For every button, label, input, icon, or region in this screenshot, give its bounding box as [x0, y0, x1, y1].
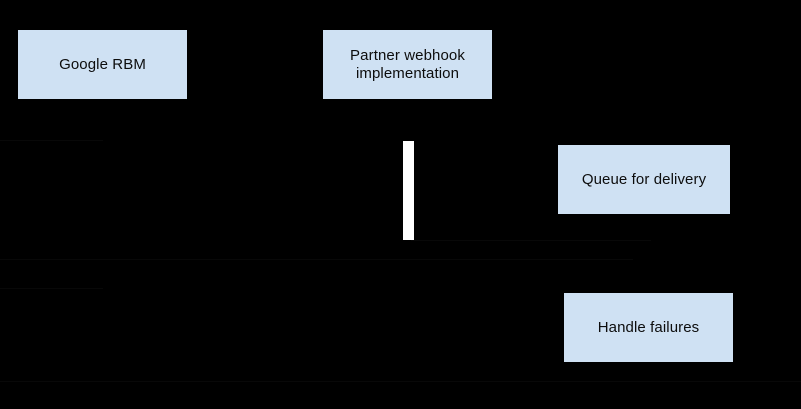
- node-partner-webhook-implementation-label: Partner webhook implementation: [350, 46, 465, 82]
- hairline-bottom: [0, 381, 801, 382]
- node-queue-for-delivery[interactable]: Queue for delivery: [558, 145, 730, 214]
- node-queue-for-delivery-label: Queue for delivery: [581, 170, 707, 188]
- hairline-mid-right: [315, 259, 633, 260]
- hairline-upper-left: [0, 140, 103, 141]
- hairline-mid-left: [0, 259, 315, 260]
- vertical-connector: [403, 141, 414, 240]
- node-google-rbm[interactable]: Google RBM: [18, 30, 187, 99]
- node-partner-webhook-implementation[interactable]: Partner webhook implementation: [323, 30, 492, 99]
- node-handle-failures[interactable]: Handle failures: [564, 293, 733, 362]
- node-google-rbm-label: Google RBM: [59, 55, 146, 73]
- hairline-top-right: [411, 240, 651, 241]
- hairline-lower-left: [0, 288, 103, 289]
- node-handle-failures-label: Handle failures: [597, 318, 700, 336]
